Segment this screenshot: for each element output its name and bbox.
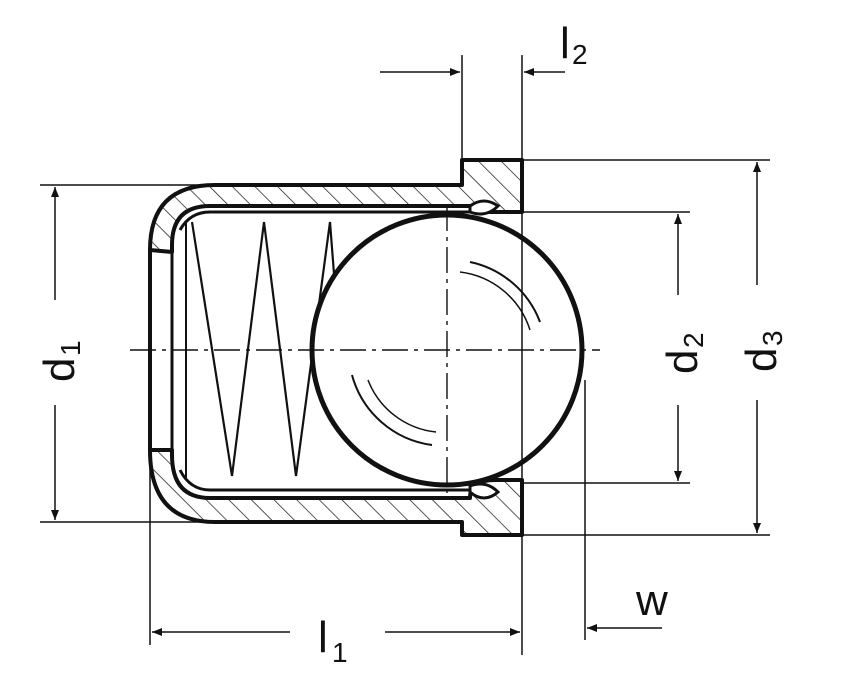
svg-text:d: d (658, 350, 707, 374)
svg-text:w: w (635, 576, 668, 625)
label-d3: d 3 (737, 330, 788, 372)
housing-shell (148, 158, 524, 537)
svg-text:2: 2 (572, 39, 588, 70)
extension-lines (40, 55, 770, 655)
svg-text:1: 1 (332, 637, 348, 668)
svg-text:l: l (560, 19, 570, 68)
svg-text:2: 2 (678, 332, 709, 348)
retaining-lip-top (468, 199, 501, 216)
svg-text:d: d (737, 348, 786, 372)
svg-text:1: 1 (55, 340, 86, 356)
compression-spring (190, 221, 338, 477)
svg-text:l: l (318, 613, 328, 662)
svg-text:d: d (35, 358, 84, 382)
label-l2: l 2 (560, 19, 588, 70)
label-l1: l 1 (318, 613, 348, 668)
label-d1: d 1 (35, 340, 86, 382)
svg-text:3: 3 (757, 330, 788, 346)
inner-sleeve (178, 210, 470, 492)
dimension-lines (51, 68, 761, 636)
label-d2: d 2 (658, 332, 709, 374)
retaining-lip-bottom (468, 482, 501, 500)
label-w: w (635, 576, 668, 625)
